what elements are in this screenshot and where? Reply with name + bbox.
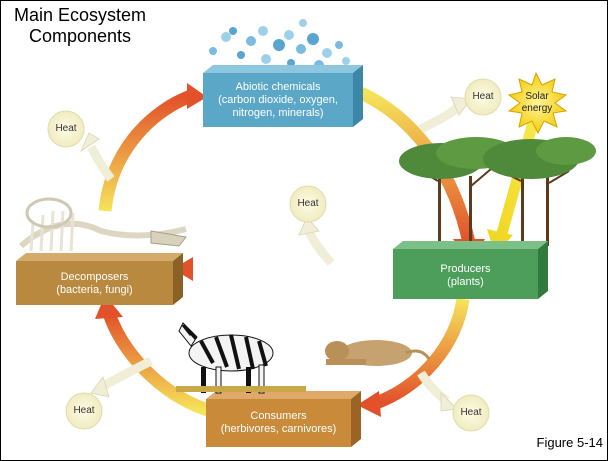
producers-label-line-2: (plants) <box>393 276 538 289</box>
heat-label-left-top: Heat <box>48 123 84 134</box>
consumers-label-line-2: (herbivores, carnivores) <box>206 423 351 436</box>
heat-arrow-left-top <box>91 147 111 179</box>
heat-label-right-bottom: Heat <box>453 407 489 418</box>
solar-energy-label: Solar energy <box>513 91 561 115</box>
consumers-label-line-1: Consumers <box>206 410 351 423</box>
solar-label-line-2: energy <box>513 103 561 115</box>
abiotic-label-line-3: nitrogen, minerals) <box>203 107 353 120</box>
zebra-icon <box>179 323 273 393</box>
consumers-label: Consumers (herbivores, carnivores) <box>206 410 351 436</box>
abiotic-label-line-2: (carbon dioxide, oxygen, <box>203 94 353 107</box>
heat-arrow-abiotic <box>421 105 459 129</box>
heat-arrow-middle <box>309 231 331 263</box>
lion-icon <box>325 340 429 366</box>
grass-icon <box>176 386 306 392</box>
decomposers-label-line-2: (bacteria, fungi) <box>16 284 173 297</box>
heat-label-left-bottom: Heat <box>66 405 102 416</box>
diagram-title: Main Ecosystem Components <box>5 5 155 47</box>
title-line-1: Main Ecosystem <box>5 5 155 26</box>
arrow-decomposers-to-abiotic <box>105 96 191 211</box>
heat-label-middle: Heat <box>290 198 326 209</box>
abiotic-label: Abiotic chemicals (carbon dioxide, oxyge… <box>203 81 353 120</box>
decomposers-label-line-1: Decomposers <box>16 271 173 284</box>
heat-label-top-right: Heat <box>465 91 501 102</box>
abiotic-label-line-1: Abiotic chemicals <box>203 81 353 94</box>
figure-label: Figure 5-14 <box>537 435 603 450</box>
decomposers-label: Decomposers (bacteria, fungi) <box>16 271 173 297</box>
producers-label: Producers (plants) <box>393 263 538 289</box>
title-line-2: Components <box>5 26 155 47</box>
producers-label-line-1: Producers <box>393 263 538 276</box>
solar-label-line-1: Solar <box>513 91 561 103</box>
